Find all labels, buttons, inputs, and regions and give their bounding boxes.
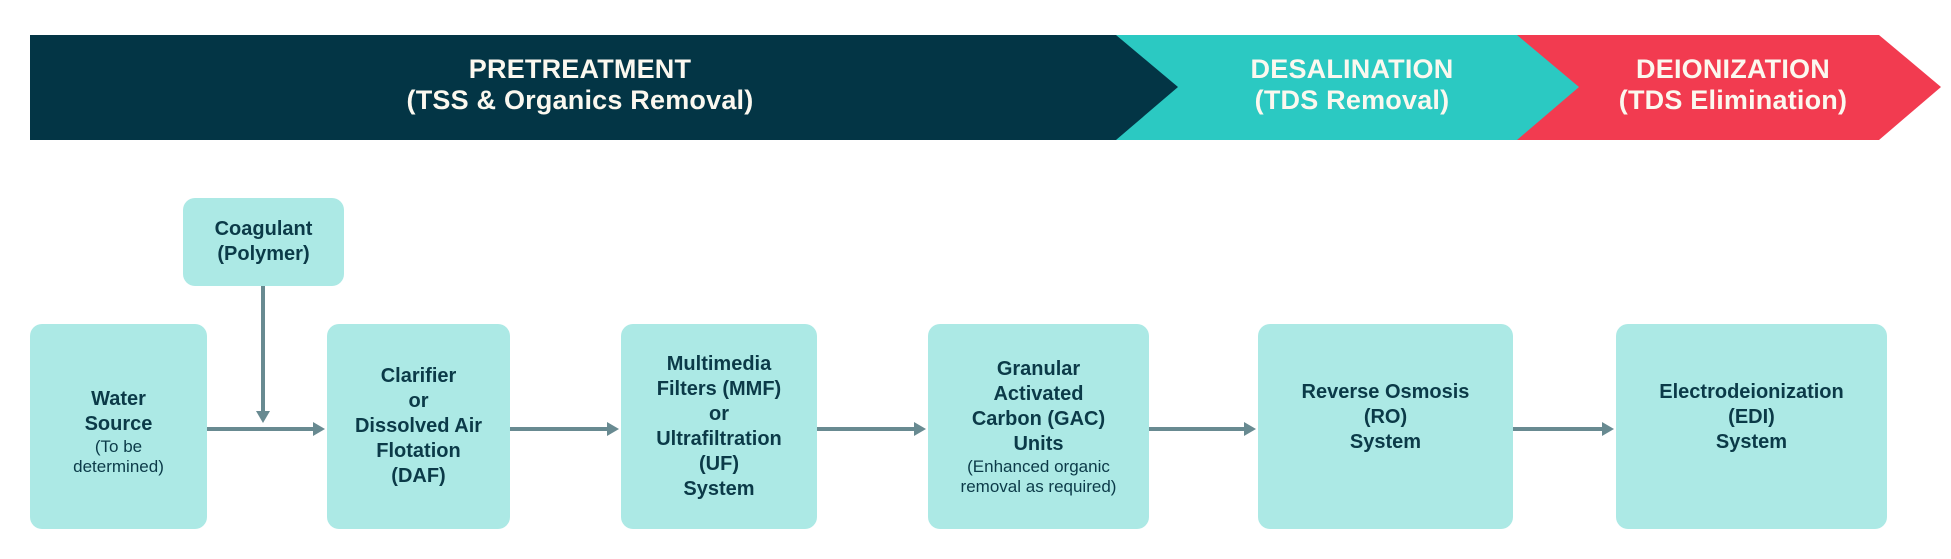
gac-units-box: Granular Activated Carbon (GAC) Units (E…: [928, 324, 1149, 529]
mmf-uf-box: Multimedia Filters (MMF) or Ultrafiltrat…: [621, 324, 817, 529]
phase-subtitle: (TSS & Organics Removal): [406, 85, 754, 115]
flow-arrowhead-1: [313, 422, 325, 436]
phase-title: DESALINATION: [1250, 54, 1454, 84]
coagulant-box: Coagulant (Polymer): [183, 198, 344, 286]
step-title: Clarifier or Dissolved Air Flotation (DA…: [354, 365, 483, 487]
phase-subtitle: (TDS Elimination): [1618, 85, 1848, 115]
flow-arrowhead-3: [914, 422, 926, 436]
flow-arrowhead-4: [1244, 422, 1256, 436]
step-title: Reverse Osmosis (RO) System: [1301, 381, 1470, 453]
water-source-box: Water Source (To be determined): [30, 324, 207, 529]
step-title: Water Source: [84, 387, 153, 435]
step-note: (Enhanced organic removal as required): [960, 456, 1117, 496]
pretreatment-phase-label: PRETREATMENT (TSS & Organics Removal): [30, 54, 1130, 116]
deionization-phase-label: DEIONIZATION (TDS Elimination): [1579, 54, 1887, 116]
phase-title: DEIONIZATION: [1636, 54, 1830, 84]
step-note: (To be determined): [73, 436, 164, 476]
deionization-phase-arrow: [1517, 35, 1941, 140]
phase-banner: [30, 35, 1941, 140]
desalination-phase-arrow: [1116, 35, 1579, 140]
edi-system-box: Electrodeionization (EDI) System: [1616, 324, 1887, 529]
phase-title: PRETREATMENT: [468, 54, 692, 84]
reverse-osmosis-box: Reverse Osmosis (RO) System: [1258, 324, 1513, 529]
desalination-phase-label: DESALINATION (TDS Removal): [1178, 54, 1526, 116]
clarifier-daf-box: Clarifier or Dissolved Air Flotation (DA…: [327, 324, 510, 529]
phase-subtitle: (TDS Removal): [1254, 85, 1450, 115]
step-title: Granular Activated Carbon (GAC) Units: [971, 357, 1106, 455]
flow-arrowhead-2: [607, 422, 619, 436]
flow-arrowhead-5: [1602, 422, 1614, 436]
pretreatment-phase-arrow: [30, 35, 1178, 140]
step-title: Multimedia Filters (MMF) or Ultrafiltrat…: [656, 352, 782, 500]
coagulant-feed-arrowhead: [256, 411, 270, 423]
step-title: Electrodeionization (EDI) System: [1659, 381, 1844, 453]
coagulant-label: Coagulant (Polymer): [214, 218, 313, 265]
